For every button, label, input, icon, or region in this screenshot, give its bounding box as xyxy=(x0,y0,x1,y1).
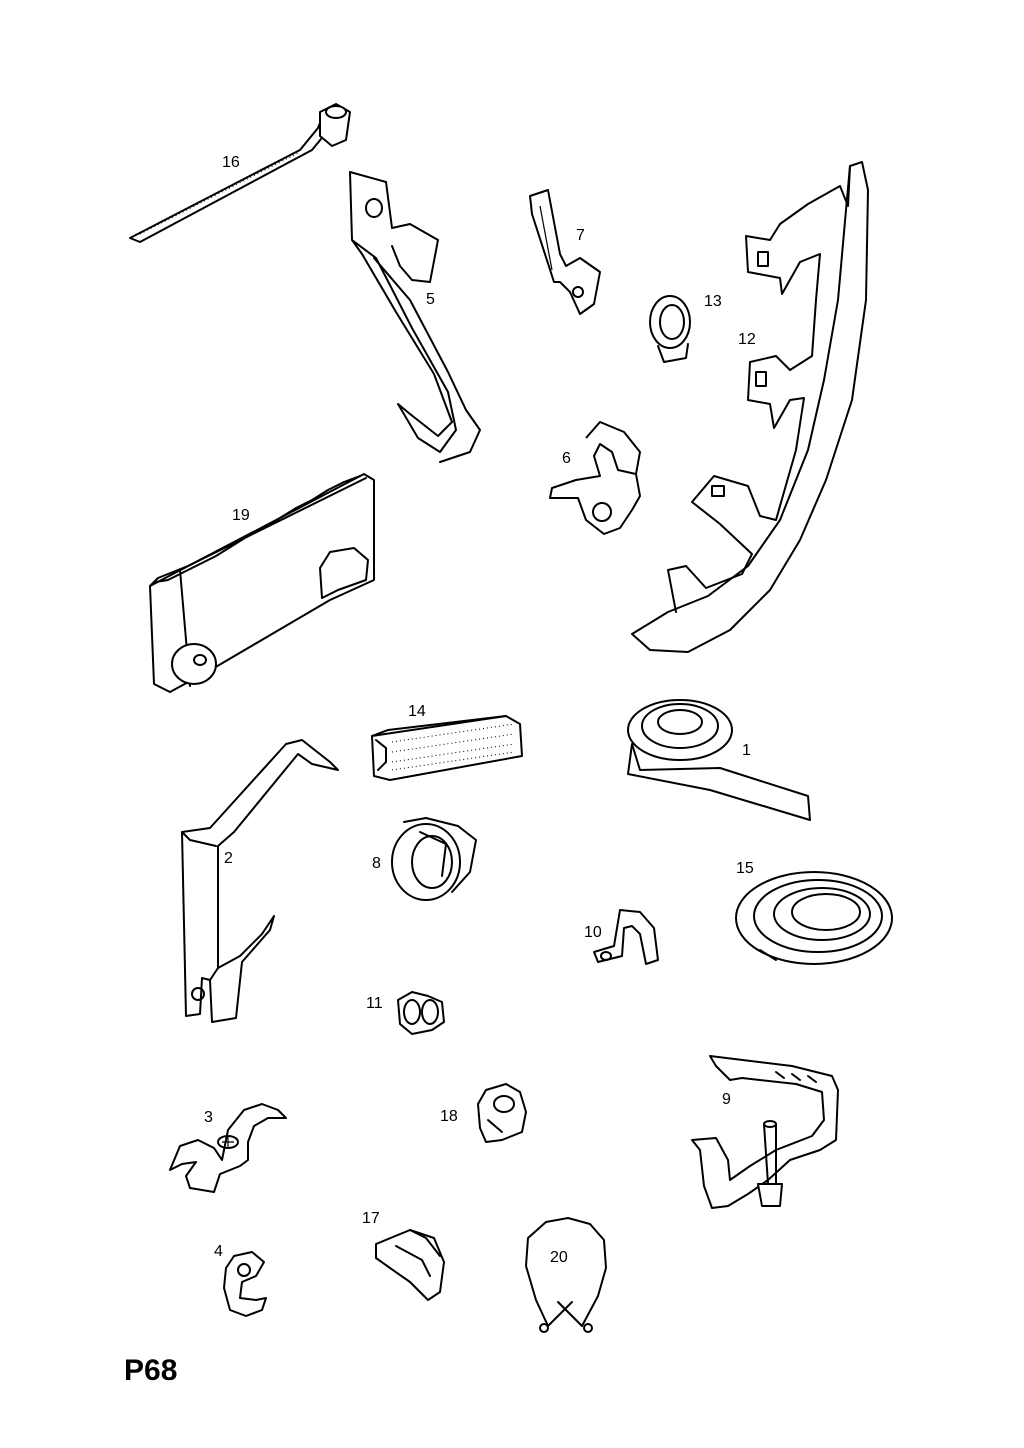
hook-bracket-icon xyxy=(349,171,481,463)
part-number-13: 13 xyxy=(704,293,722,310)
long-bracket-icon xyxy=(181,739,339,1023)
curved-channel-icon xyxy=(631,161,869,653)
push-clip-icon xyxy=(375,1229,445,1301)
cable-duct-icon xyxy=(149,473,375,693)
double-pipe-clip-icon xyxy=(169,1103,287,1193)
small-hook-clip-icon xyxy=(223,1251,267,1317)
part-number-11: 11 xyxy=(366,995,383,1012)
part-number-17: 17 xyxy=(362,1210,380,1227)
part-number-5: 5 xyxy=(426,291,435,308)
part-number-18: 18 xyxy=(440,1108,458,1125)
part-number-4: 4 xyxy=(214,1243,223,1260)
part-number-20: 20 xyxy=(550,1249,568,1266)
double-clip-icon xyxy=(397,991,445,1035)
part-number-7: 7 xyxy=(576,227,585,244)
part-number-8: 8 xyxy=(372,855,381,872)
p-clip-icon xyxy=(593,909,659,965)
mounting-bracket-icon xyxy=(691,1055,839,1209)
cable-clip-icon xyxy=(391,817,477,901)
cable-tie-icon xyxy=(129,103,351,243)
coiled-strip-icon xyxy=(735,871,893,965)
part-number-15: 15 xyxy=(736,860,754,877)
pipe-clamp-icon xyxy=(549,421,641,535)
wire-loop-icon xyxy=(525,1217,607,1333)
snap-clip-icon xyxy=(477,1083,527,1143)
part-number-6: 6 xyxy=(562,450,571,467)
edge-trim-icon xyxy=(371,715,523,781)
part-number-16: 16 xyxy=(222,154,240,171)
part-number-2: 2 xyxy=(224,850,233,867)
tape-roll-icon xyxy=(627,699,811,821)
hose-clamp-icon xyxy=(649,295,691,363)
diagram-reference: P68 xyxy=(124,1354,177,1387)
part-number-9: 9 xyxy=(722,1091,731,1108)
part-number-3: 3 xyxy=(204,1109,213,1126)
part-number-10: 10 xyxy=(584,924,602,941)
part-number-19: 19 xyxy=(232,507,250,524)
part-number-14: 14 xyxy=(408,703,426,720)
part-number-12: 12 xyxy=(738,331,756,348)
angle-bracket-icon xyxy=(529,189,601,315)
part-number-1: 1 xyxy=(742,742,751,759)
